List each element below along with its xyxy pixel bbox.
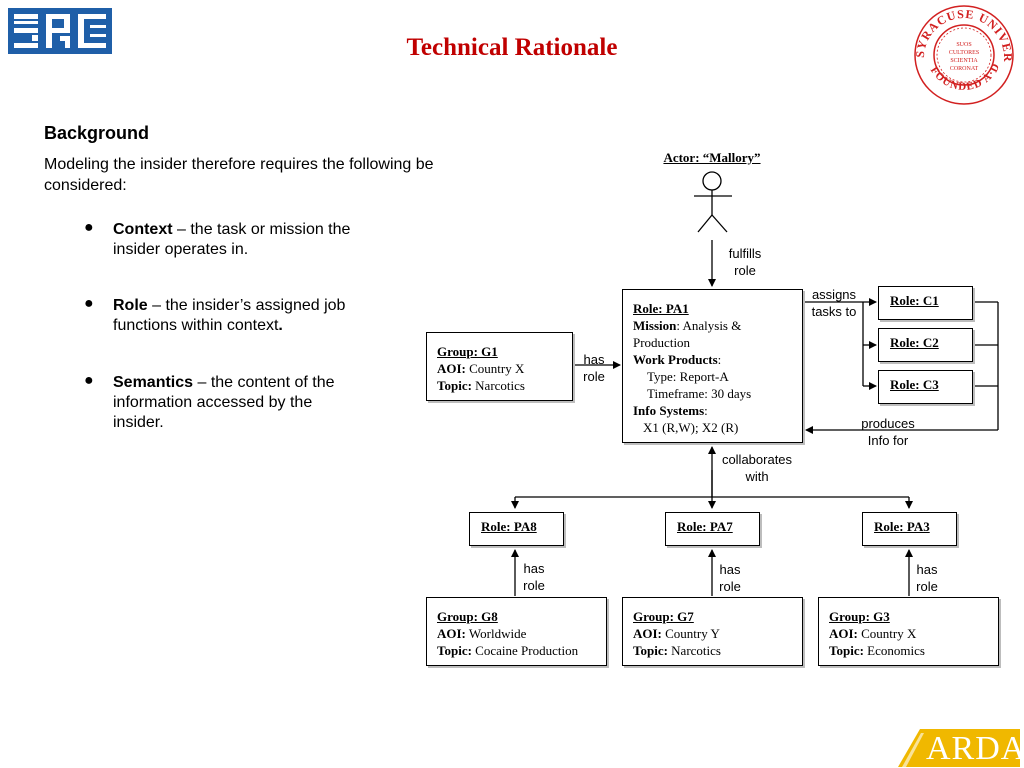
svg-text:CORONAT: CORONAT: [950, 66, 979, 72]
actor-label: Actor: “Mallory”: [663, 150, 761, 165]
bullet-text: – the task or mission the insider operat…: [113, 221, 351, 258]
role-pa7-box: Role: PA7: [665, 512, 760, 546]
bullet-term: Role: [113, 297, 148, 314]
bullet-dot: ●: [84, 295, 94, 312]
role-pa1-title: Role: PA1: [633, 301, 689, 316]
role-c3-box: Role: C3: [878, 370, 973, 404]
svg-text:CULTORES: CULTORES: [949, 50, 979, 56]
background-intro: Modeling the insider therefore requires …: [44, 156, 434, 194]
syracuse-seal: SYRACUSE UNIVERSITY FOUNDED A·D·1870 SUO…: [910, 2, 1014, 105]
page-title: Technical Rationale: [406, 34, 618, 61]
background-heading: Background: [44, 123, 150, 143]
bullet-tail: .: [278, 317, 283, 334]
role-c1-box: Role: C1: [878, 286, 973, 320]
actor-leg-right: [711, 214, 728, 233]
role-pa3-box: Role: PA3: [862, 512, 957, 546]
bullet-term: Semantics: [113, 374, 194, 391]
role-c2-box: Role: C2: [878, 328, 973, 362]
actor-head: [702, 171, 722, 191]
bullet-term: Context: [113, 221, 173, 238]
svg-text:SCIENTIA: SCIENTIA: [950, 58, 978, 64]
bullet-text: – the insider’s assigned job functions w…: [113, 297, 346, 334]
arda-text: ARDA: [926, 730, 1024, 767]
bullet-dot: ●: [84, 219, 94, 236]
group-g7-box: Group: G7 AOI: Country Y Topic: Narcotic…: [622, 597, 803, 666]
group-g1-box: Group: G1 AOI: Country X Topic: Narcotic…: [426, 332, 573, 401]
actor-leg-left: [697, 214, 713, 233]
src-logo: [8, 8, 112, 54]
role-pa1-box: Role: PA1 Mission: Analysis & Production…: [622, 289, 803, 443]
bullet-text: – the content of the information accesse…: [113, 374, 335, 431]
role-pa8-box: Role: PA8: [469, 512, 564, 546]
arda-logo: ARDA: [898, 729, 1024, 767]
group-g3-box: Group: G3 AOI: Country X Topic: Economic…: [818, 597, 999, 666]
svg-text:SUOS: SUOS: [956, 42, 971, 48]
bullet-dot: ●: [84, 372, 94, 389]
group-g8-box: Group: G8 AOI: Worldwide Topic: Cocaine …: [426, 597, 607, 666]
